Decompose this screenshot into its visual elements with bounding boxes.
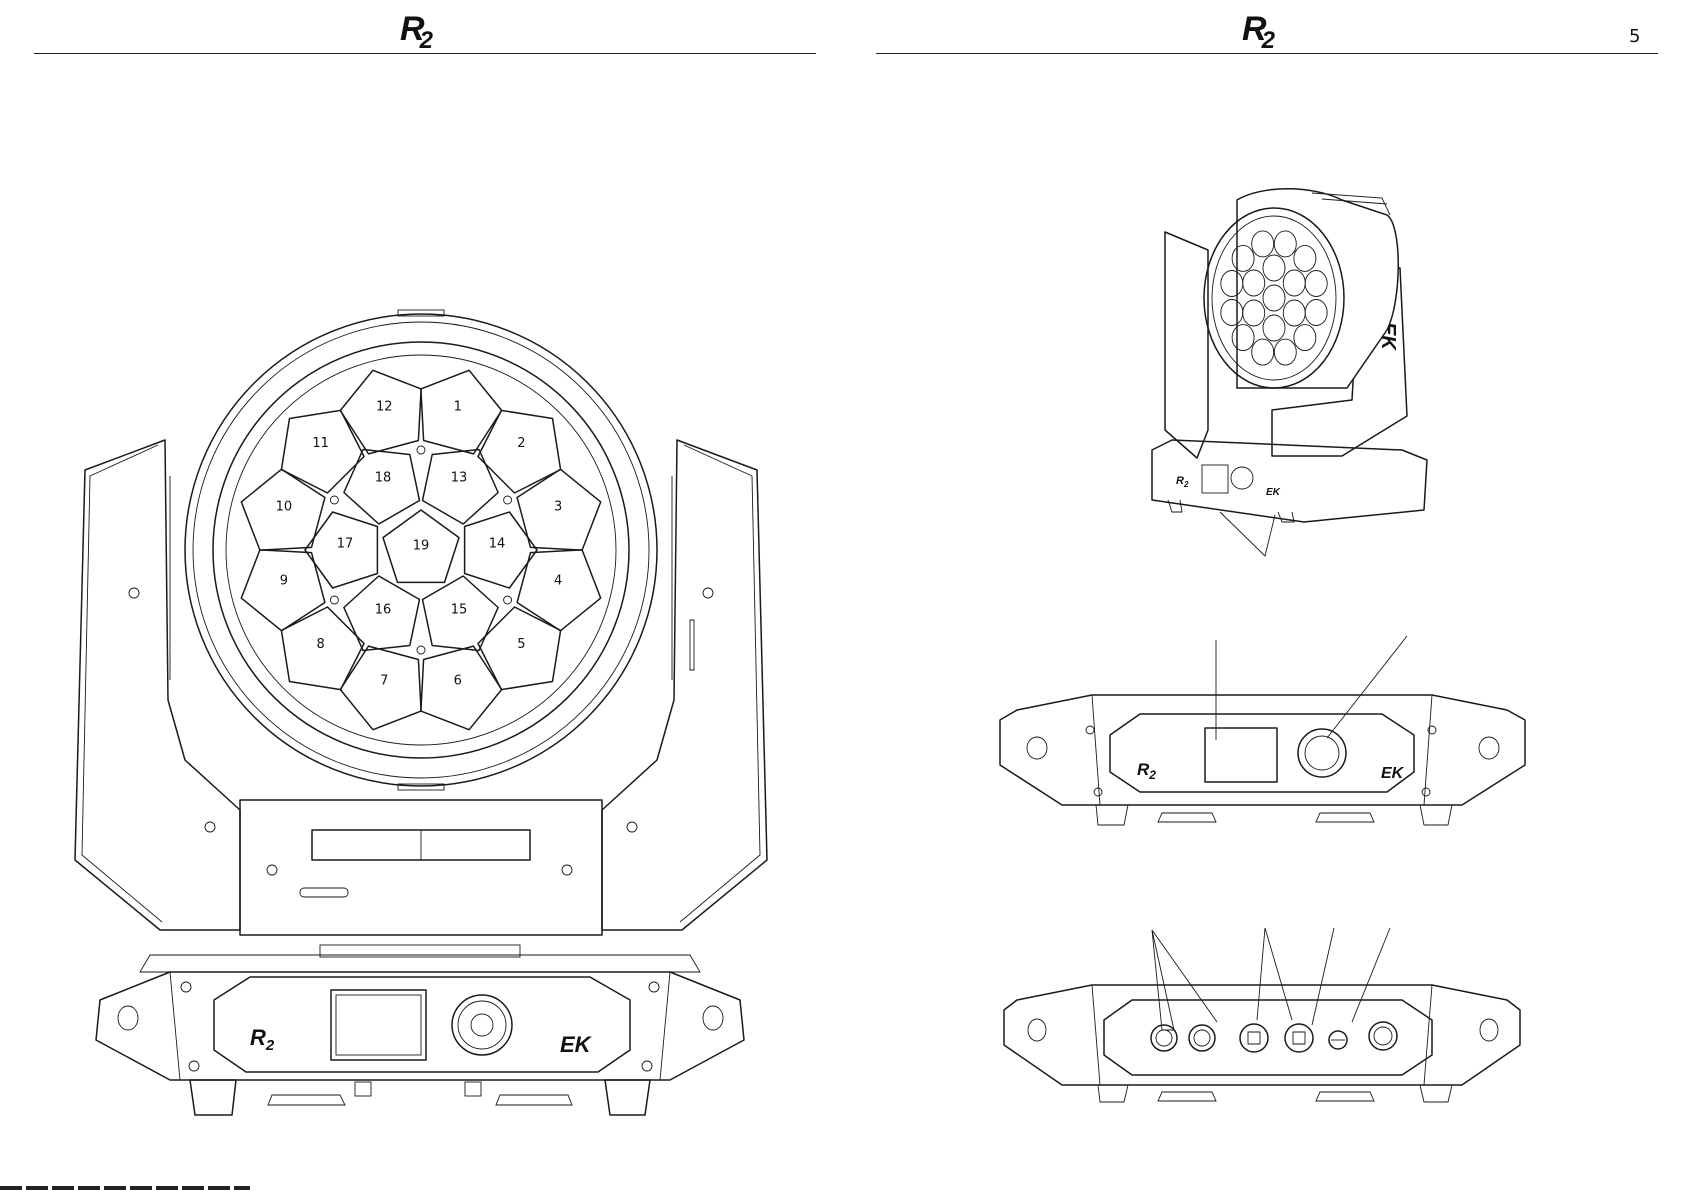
lens-label-14: 14: [489, 537, 506, 552]
lens-label-13: 13: [451, 471, 468, 486]
callout-power: [1352, 928, 1390, 1022]
yoke-center: [240, 800, 602, 935]
lens-label-7: 7: [380, 674, 388, 689]
control-panel: [214, 977, 630, 1072]
lens-label-2: 2: [517, 436, 525, 451]
perspective-view: EK R2 EK: [1152, 189, 1427, 556]
perspective-base-logo: R2: [1176, 475, 1189, 489]
lens-label-17: 17: [337, 537, 354, 552]
lens-label-18: 18: [375, 471, 392, 486]
base-housing-front: [96, 972, 744, 1080]
right-page: R2 5 EK R2 EK: [842, 0, 1685, 1192]
dmx-in-connector: [1151, 1025, 1177, 1051]
svg-text:EK: EK: [1266, 487, 1281, 498]
footer-dashes: [0, 1186, 250, 1190]
lens-label-9: 9: [280, 573, 288, 588]
lens-label-1: 1: [454, 399, 462, 414]
lens-label-11: 11: [312, 436, 329, 451]
callout-ethernet: [1257, 928, 1292, 1020]
power-connector: [1369, 1022, 1397, 1050]
control-knob: [452, 995, 512, 1055]
callout-perspective: [1220, 512, 1275, 556]
lens-label-15: 15: [451, 602, 468, 617]
callout-fuse: [1312, 928, 1334, 1025]
lens-label-4: 4: [554, 573, 562, 588]
lens-label-16: 16: [375, 602, 392, 617]
base-front-view: R2 EK: [1000, 636, 1525, 825]
perspective-base: [1152, 440, 1427, 522]
ethernet-out-connector: [1285, 1024, 1313, 1052]
connectors: [1151, 1022, 1397, 1052]
ethernet-in-connector: [1240, 1024, 1268, 1052]
lens-label-19: 19: [413, 539, 430, 554]
dmx-out-connector: [1189, 1025, 1215, 1051]
brand-mark-front: EK: [560, 1032, 593, 1057]
lens-label-5: 5: [517, 637, 525, 652]
base-logo-front: R2: [250, 1025, 275, 1054]
base-housing-control: [1000, 695, 1525, 805]
lens-label-3: 3: [554, 500, 562, 515]
lens-label-6: 6: [454, 674, 462, 689]
connector-panel-view: [1004, 928, 1520, 1102]
callout-dmx-in: [1152, 930, 1217, 1030]
lens-label-8: 8: [316, 637, 324, 652]
brand-mark-control: EK: [1381, 765, 1405, 782]
right-drawings: EK R2 EK R2: [842, 0, 1685, 1192]
display-screen: [331, 990, 426, 1060]
lens-label-10: 10: [276, 500, 293, 515]
lens-label-12: 12: [376, 399, 393, 414]
base-logo-control: R2: [1137, 760, 1156, 782]
